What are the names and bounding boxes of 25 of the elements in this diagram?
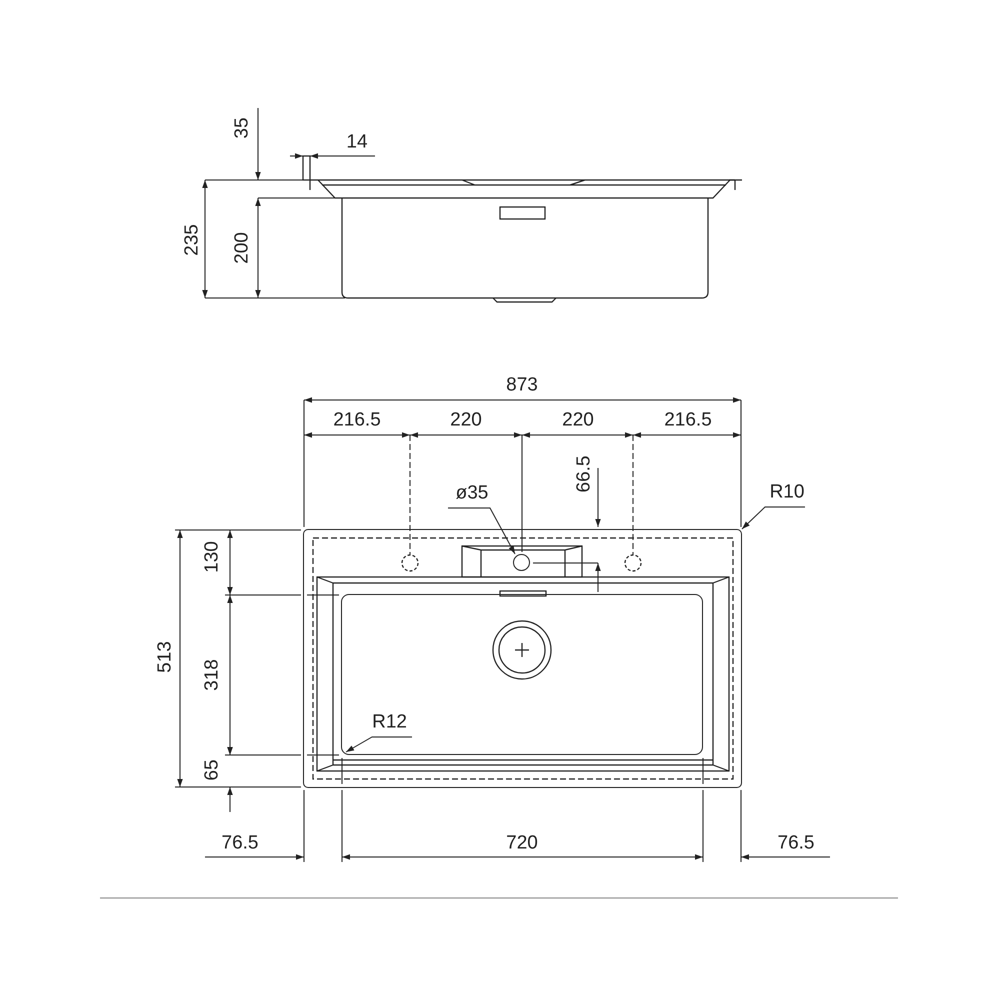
- dimension-value: 216.5: [333, 410, 381, 430]
- dimension-value: 720: [506, 834, 538, 852]
- radius-value: R12: [372, 712, 407, 732]
- leader-line: [346, 736, 412, 752]
- dimension-value: 220: [562, 410, 594, 430]
- basin-outline: [341, 594, 704, 756]
- dimension-value: 873: [506, 376, 538, 394]
- dimension-value: 513: [156, 641, 174, 673]
- dimension-value: 318: [202, 659, 222, 691]
- dimension-value: 35: [232, 117, 252, 139]
- dimension-value: 220: [450, 410, 482, 430]
- dimension-value: 235: [182, 224, 202, 256]
- diameter-value: ø35: [456, 484, 488, 502]
- dimension-value: 130: [202, 541, 222, 573]
- dimension-value: 66.5: [574, 456, 594, 492]
- dimension-value: 216.5: [664, 410, 712, 430]
- dimension-value: 76.5: [778, 834, 814, 852]
- dimension-value: 14: [346, 132, 368, 152]
- leader-line: [742, 506, 806, 530]
- radius-value: R10: [770, 482, 804, 502]
- dimension-value: 200: [232, 232, 252, 264]
- dimension-value: 76.5: [222, 834, 258, 852]
- leader-line: [448, 508, 516, 554]
- tap-hole: [513, 554, 530, 572]
- dimension-value: 65: [202, 759, 222, 781]
